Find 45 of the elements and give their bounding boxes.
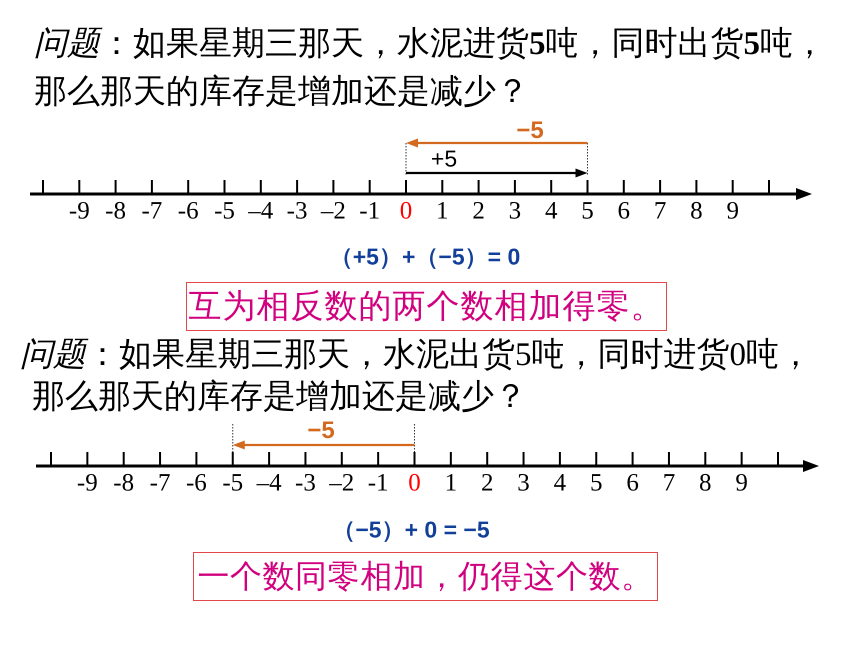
tick-label: 6 [626, 469, 639, 497]
tick-label: -6 [178, 197, 199, 225]
tick-label: 7 [654, 197, 666, 225]
tick-label: -1 [368, 469, 389, 497]
tick-label: -3 [286, 197, 308, 225]
tick-label: 2 [472, 197, 485, 225]
tick-label: 4 [544, 197, 558, 225]
tick-label: -9 [76, 469, 98, 497]
tick-label: 8 [690, 197, 703, 225]
tick-label: –4 [248, 197, 274, 225]
tick-label: 0 [408, 469, 421, 497]
tick-label: 1 [436, 197, 449, 225]
tick-label: 3 [508, 197, 522, 225]
tick-label: 6 [618, 197, 630, 225]
tick-label: 8 [699, 469, 712, 497]
tick-label: -7 [150, 469, 170, 497]
tick-label: -5 [214, 197, 235, 225]
tick-label: 5 [581, 197, 594, 225]
arrow-label: −5 [516, 118, 544, 144]
tick-label: -1 [359, 197, 380, 225]
equation: （+5）+（−5）= 0 [330, 244, 520, 270]
tick-label: –4 [256, 469, 282, 497]
tick-label: 7 [662, 469, 676, 497]
tick-label: -5 [222, 469, 244, 497]
tick-label: -7 [141, 197, 162, 225]
tick-label: -8 [105, 197, 126, 225]
question-text: 问题：如果星期三那天，水泥出货5吨，同时进货0吨，那么那天的库存是增加还是减少？ [20, 336, 813, 417]
tick-label: 0 [400, 197, 412, 225]
tick-label: –2 [320, 197, 346, 225]
tick-label: 2 [480, 469, 494, 497]
tick-label: -9 [68, 197, 90, 225]
arrow-label: +5 [430, 146, 458, 172]
equation: （−5）+ 0 = −5 [332, 517, 490, 543]
tick-label: 5 [590, 469, 602, 497]
tick-label: -6 [186, 469, 207, 497]
tick-label: 1 [444, 469, 458, 497]
tick-label: 4 [554, 469, 566, 497]
question-text: 问题：如果星期三那天，水泥进货5吨，同时出货5吨，那么那天的库存是增加还是减少？ [34, 25, 827, 112]
tick-label: 3 [517, 469, 530, 497]
tick-label: -8 [113, 469, 134, 497]
arrow-label: −5 [307, 418, 335, 444]
tick-label: -3 [295, 469, 316, 497]
tick-label: –2 [329, 469, 354, 497]
tick-label: 9 [735, 469, 748, 497]
tick-label: 9 [726, 197, 739, 225]
